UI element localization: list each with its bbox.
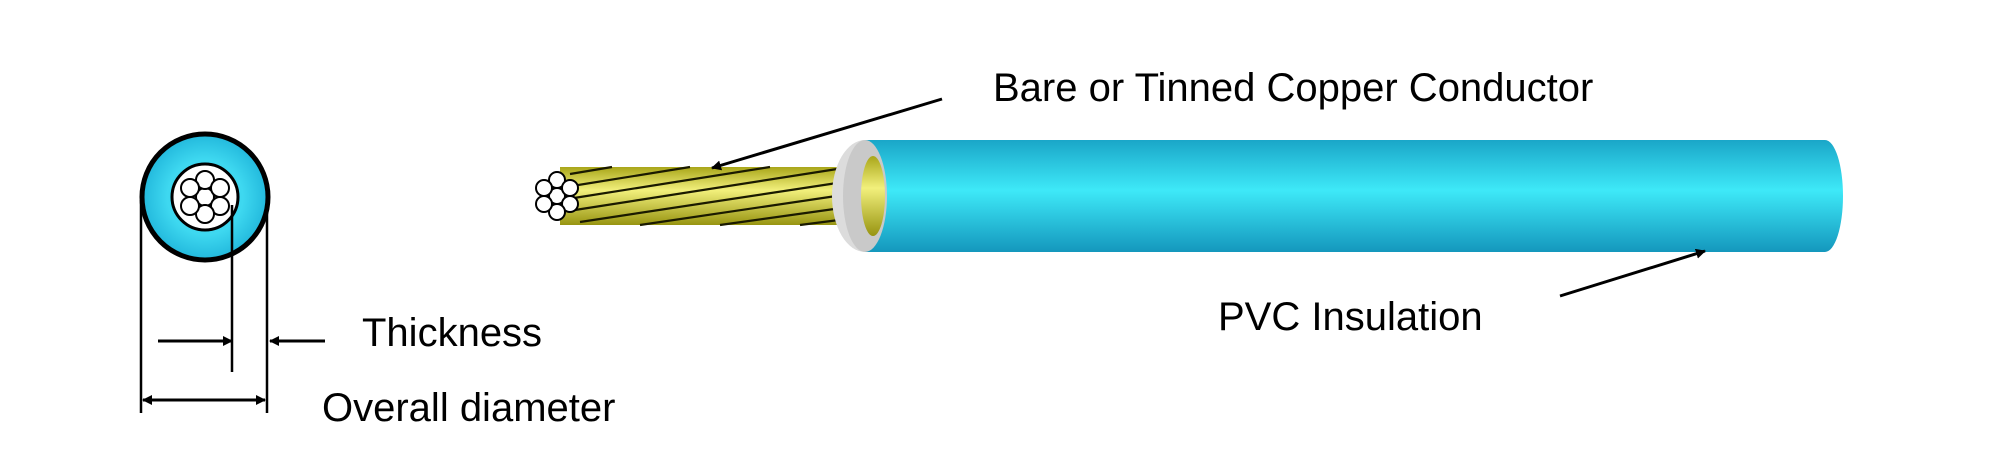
conductor-label: Bare or Tinned Copper Conductor	[993, 66, 1594, 110]
insulation-label: PVC Insulation	[1218, 295, 1483, 339]
insulation-leader-arrow	[1559, 248, 1706, 298]
conductor-leader-arrow	[711, 97, 943, 171]
cross-section	[139, 131, 325, 413]
conductor-strand-end	[535, 171, 579, 221]
cross-section-strands	[180, 170, 230, 224]
thickness-label: Thickness	[362, 311, 543, 355]
insulation-body	[843, 140, 1843, 252]
overall-diameter-label: Overall diameter	[322, 386, 616, 430]
cable-side-view	[535, 97, 1843, 298]
conductor-body	[560, 165, 872, 227]
